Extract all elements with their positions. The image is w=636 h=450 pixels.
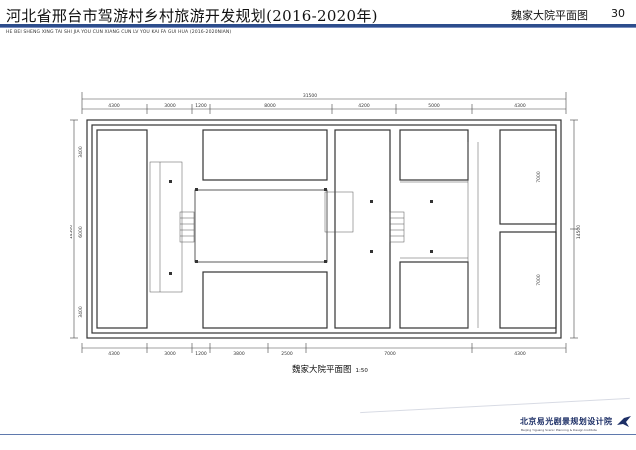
page-number: 30 (611, 7, 625, 20)
svg-text:4300: 4300 (514, 351, 526, 357)
center-block (334, 129, 391, 329)
header-rule (0, 24, 636, 27)
svg-text:7000: 7000 (384, 351, 396, 357)
svg-text:3000: 3000 (164, 103, 176, 109)
section-title: 魏家大院平面图 (511, 9, 588, 22)
right-wing-upper (499, 129, 557, 225)
svg-text:14500: 14500 (70, 225, 74, 239)
org-name: 北京易光剧景规划设计院 (520, 416, 613, 426)
svg-text:4300: 4300 (108, 103, 120, 109)
document-title: 河北省邢台市驾游村乡村旅游开发规划(2016-2020年) (6, 7, 378, 25)
document-title-en: HE BEI SHENG XING TAI SHI JIA YOU CUN XI… (6, 30, 232, 35)
left-wing (96, 129, 148, 329)
svg-text:7000: 7000 (536, 171, 542, 183)
left-corridor (149, 161, 183, 293)
outer-wall (86, 119, 562, 339)
svg-text:7000: 7000 (536, 274, 542, 286)
footer-rule (0, 434, 636, 435)
svg-text:4300: 4300 (108, 351, 120, 357)
decorative-line (360, 397, 630, 414)
right-wing-lower (499, 231, 557, 329)
svg-text:5000: 5000 (428, 103, 440, 109)
room-top-right (399, 129, 469, 181)
page-header: 河北省邢台市驾游村乡村旅游开发规划(2016-2020年) 魏家大院平面图 30 (0, 0, 636, 30)
org-subtitle: Beijing Yiguang Scenic Planning & Design… (521, 428, 597, 432)
plan-scale: 1:50 (355, 368, 368, 374)
room-bottom-right (399, 261, 469, 329)
central-gallery (194, 189, 328, 263)
svg-text:3400: 3400 (78, 146, 84, 158)
floor-plan-drawing: 31500 4300 3000 1200 8000 4200 5000 4300… (70, 92, 582, 357)
header-rule-thin (0, 27, 636, 28)
svg-text:4300: 4300 (514, 103, 526, 109)
svg-text:6000: 6000 (78, 226, 84, 238)
room-top-left (202, 129, 328, 181)
room-bottom-left (202, 271, 328, 329)
svg-text:8000: 8000 (264, 103, 276, 109)
svg-text:4200: 4200 (358, 103, 370, 109)
svg-text:1200: 1200 (195, 351, 207, 357)
plan-title-text: 魏家大院平面图 (292, 365, 352, 375)
center-hall (324, 191, 354, 233)
left-stair (179, 211, 195, 243)
bird-logo-icon (617, 416, 631, 427)
svg-text:2500: 2500 (281, 351, 293, 357)
dim-text-overall: 31500 (303, 93, 317, 99)
svg-text:3800: 3800 (233, 351, 245, 357)
svg-text:3400: 3400 (78, 306, 84, 318)
svg-text:1200: 1200 (195, 103, 207, 109)
right-stair (389, 211, 405, 243)
svg-text:3000: 3000 (164, 351, 176, 357)
svg-text:14500: 14500 (576, 225, 582, 239)
